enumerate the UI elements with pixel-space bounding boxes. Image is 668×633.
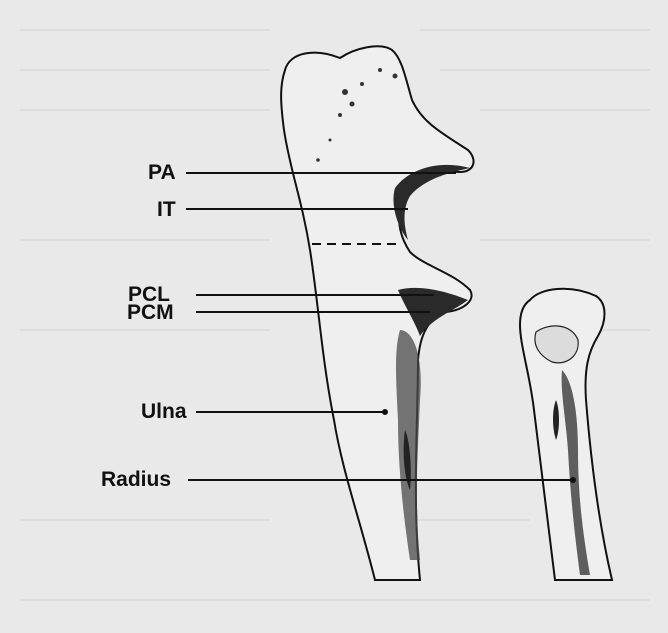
label-pcm: PCM (127, 302, 174, 323)
label-ulna: Ulna (141, 401, 187, 422)
radius-bone (520, 289, 612, 580)
label-it: IT (157, 199, 176, 220)
label-radius: Radius (101, 469, 171, 490)
label-pa: PA (148, 162, 176, 183)
ulna-bone (281, 46, 473, 580)
